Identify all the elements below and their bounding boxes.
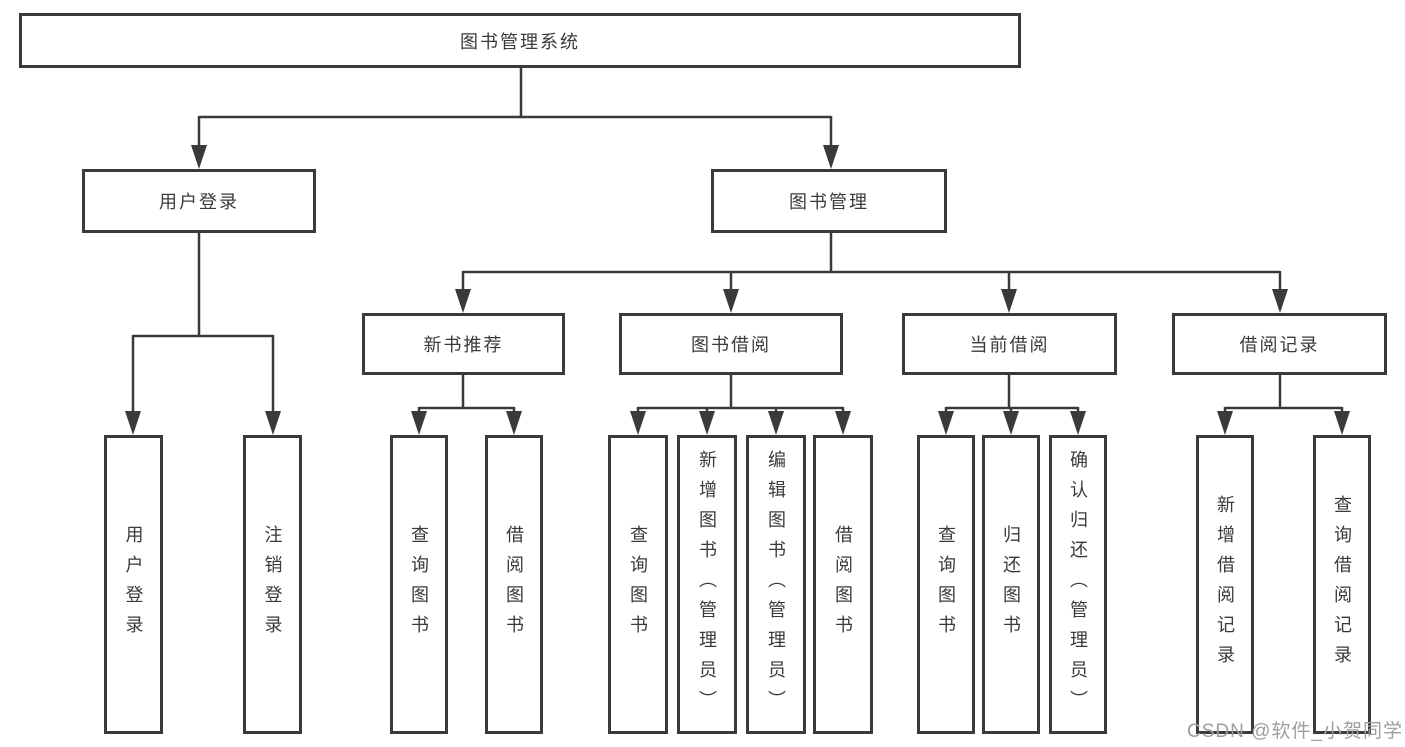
connector-root-to-level2 — [191, 66, 839, 169]
leaf-query-books-current-label: 查询图书 — [936, 524, 956, 645]
node-book-management: 图书管理 — [711, 169, 947, 233]
arrow-down-icon — [1070, 411, 1086, 435]
arrow-down-icon — [506, 411, 522, 435]
arrow-down-icon — [1217, 411, 1233, 435]
node-new-book-recommend: 新书推荐 — [362, 313, 565, 375]
leaf-borrow-books-2-label: 借阅图书 — [833, 524, 853, 645]
arrow-down-icon — [768, 411, 784, 435]
leaf-borrow-books-recommend-label: 借阅图书 — [504, 524, 524, 645]
leaf-user-login-label: 用户登录 — [123, 524, 144, 645]
connector-book-borrow-children — [630, 374, 851, 435]
node-user-login-label: 用户登录 — [159, 192, 239, 212]
node-book-management-label: 图书管理 — [789, 192, 869, 212]
node-current-borrow: 当前借阅 — [902, 313, 1117, 375]
node-root: 图书管理系统 — [19, 13, 1021, 68]
leaf-user-login: 用户登录 — [104, 435, 163, 734]
connector-current-borrow-children — [938, 374, 1086, 435]
node-new-book-recommend-label: 新书推荐 — [423, 335, 504, 355]
leaf-query-borrow-record-label: 查询借阅记录 — [1332, 494, 1352, 675]
arrow-down-icon — [125, 411, 141, 435]
leaf-borrow-books-recommend: 借阅图书 — [485, 435, 543, 734]
node-user-login: 用户登录 — [82, 169, 316, 233]
connector-book-management-children — [455, 232, 1288, 313]
node-borrow-records: 借阅记录 — [1172, 313, 1387, 375]
node-current-borrow-label: 当前借阅 — [969, 335, 1050, 355]
node-borrow-records-label: 借阅记录 — [1239, 335, 1320, 355]
arrow-down-icon — [191, 145, 207, 169]
leaf-query-books-borrow-label: 查询图书 — [628, 524, 648, 645]
arrow-down-icon — [835, 411, 851, 435]
leaf-query-books-current: 查询图书 — [917, 435, 975, 734]
connector-user-login-children — [125, 232, 281, 435]
leaf-edit-book-admin: 编辑图书（管理员） — [746, 435, 806, 734]
leaf-logout: 注销登录 — [243, 435, 302, 734]
node-root-label: 图书管理系统 — [460, 31, 580, 52]
arrow-down-icon — [699, 411, 715, 435]
arrow-down-icon — [630, 411, 646, 435]
leaf-add-book-admin: 新增图书（管理员） — [677, 435, 737, 734]
leaf-return-books-label: 归还图书 — [1001, 524, 1021, 645]
arrow-down-icon — [1001, 289, 1017, 313]
connector-borrow-records-children — [1217, 374, 1350, 435]
leaf-add-borrow-record: 新增借阅记录 — [1196, 435, 1254, 734]
leaf-confirm-return-admin: 确认归还（管理员） — [1049, 435, 1107, 734]
leaf-return-books: 归还图书 — [982, 435, 1040, 734]
node-book-borrow: 图书借阅 — [619, 313, 843, 375]
csdn-watermark: CSDN @软件_小贺同学 — [1187, 721, 1403, 742]
node-book-borrow-label: 图书借阅 — [691, 335, 771, 355]
leaf-query-books-recommend: 查询图书 — [390, 435, 448, 734]
leaf-logout-label: 注销登录 — [262, 524, 283, 645]
arrow-down-icon — [455, 289, 471, 313]
connector-new-book-recommend-children — [411, 374, 522, 435]
arrow-down-icon — [1003, 411, 1019, 435]
leaf-add-book-admin-label: 新增图书（管理员） — [697, 449, 717, 720]
arrow-down-icon — [265, 411, 281, 435]
arrow-down-icon — [411, 411, 427, 435]
arrow-down-icon — [938, 411, 954, 435]
leaf-query-borrow-record: 查询借阅记录 — [1313, 435, 1371, 734]
arrow-down-icon — [723, 289, 739, 313]
arrow-down-icon — [823, 145, 839, 169]
leaf-add-borrow-record-label: 新增借阅记录 — [1215, 494, 1235, 675]
leaf-query-books-recommend-label: 查询图书 — [409, 524, 429, 645]
arrow-down-icon — [1272, 289, 1288, 313]
leaf-confirm-return-admin-label: 确认归还（管理员） — [1068, 449, 1088, 720]
leaf-borrow-books-2: 借阅图书 — [813, 435, 873, 734]
leaf-query-books-borrow: 查询图书 — [608, 435, 668, 734]
arrow-down-icon — [1334, 411, 1350, 435]
leaf-edit-book-admin-label: 编辑图书（管理员） — [766, 449, 786, 720]
